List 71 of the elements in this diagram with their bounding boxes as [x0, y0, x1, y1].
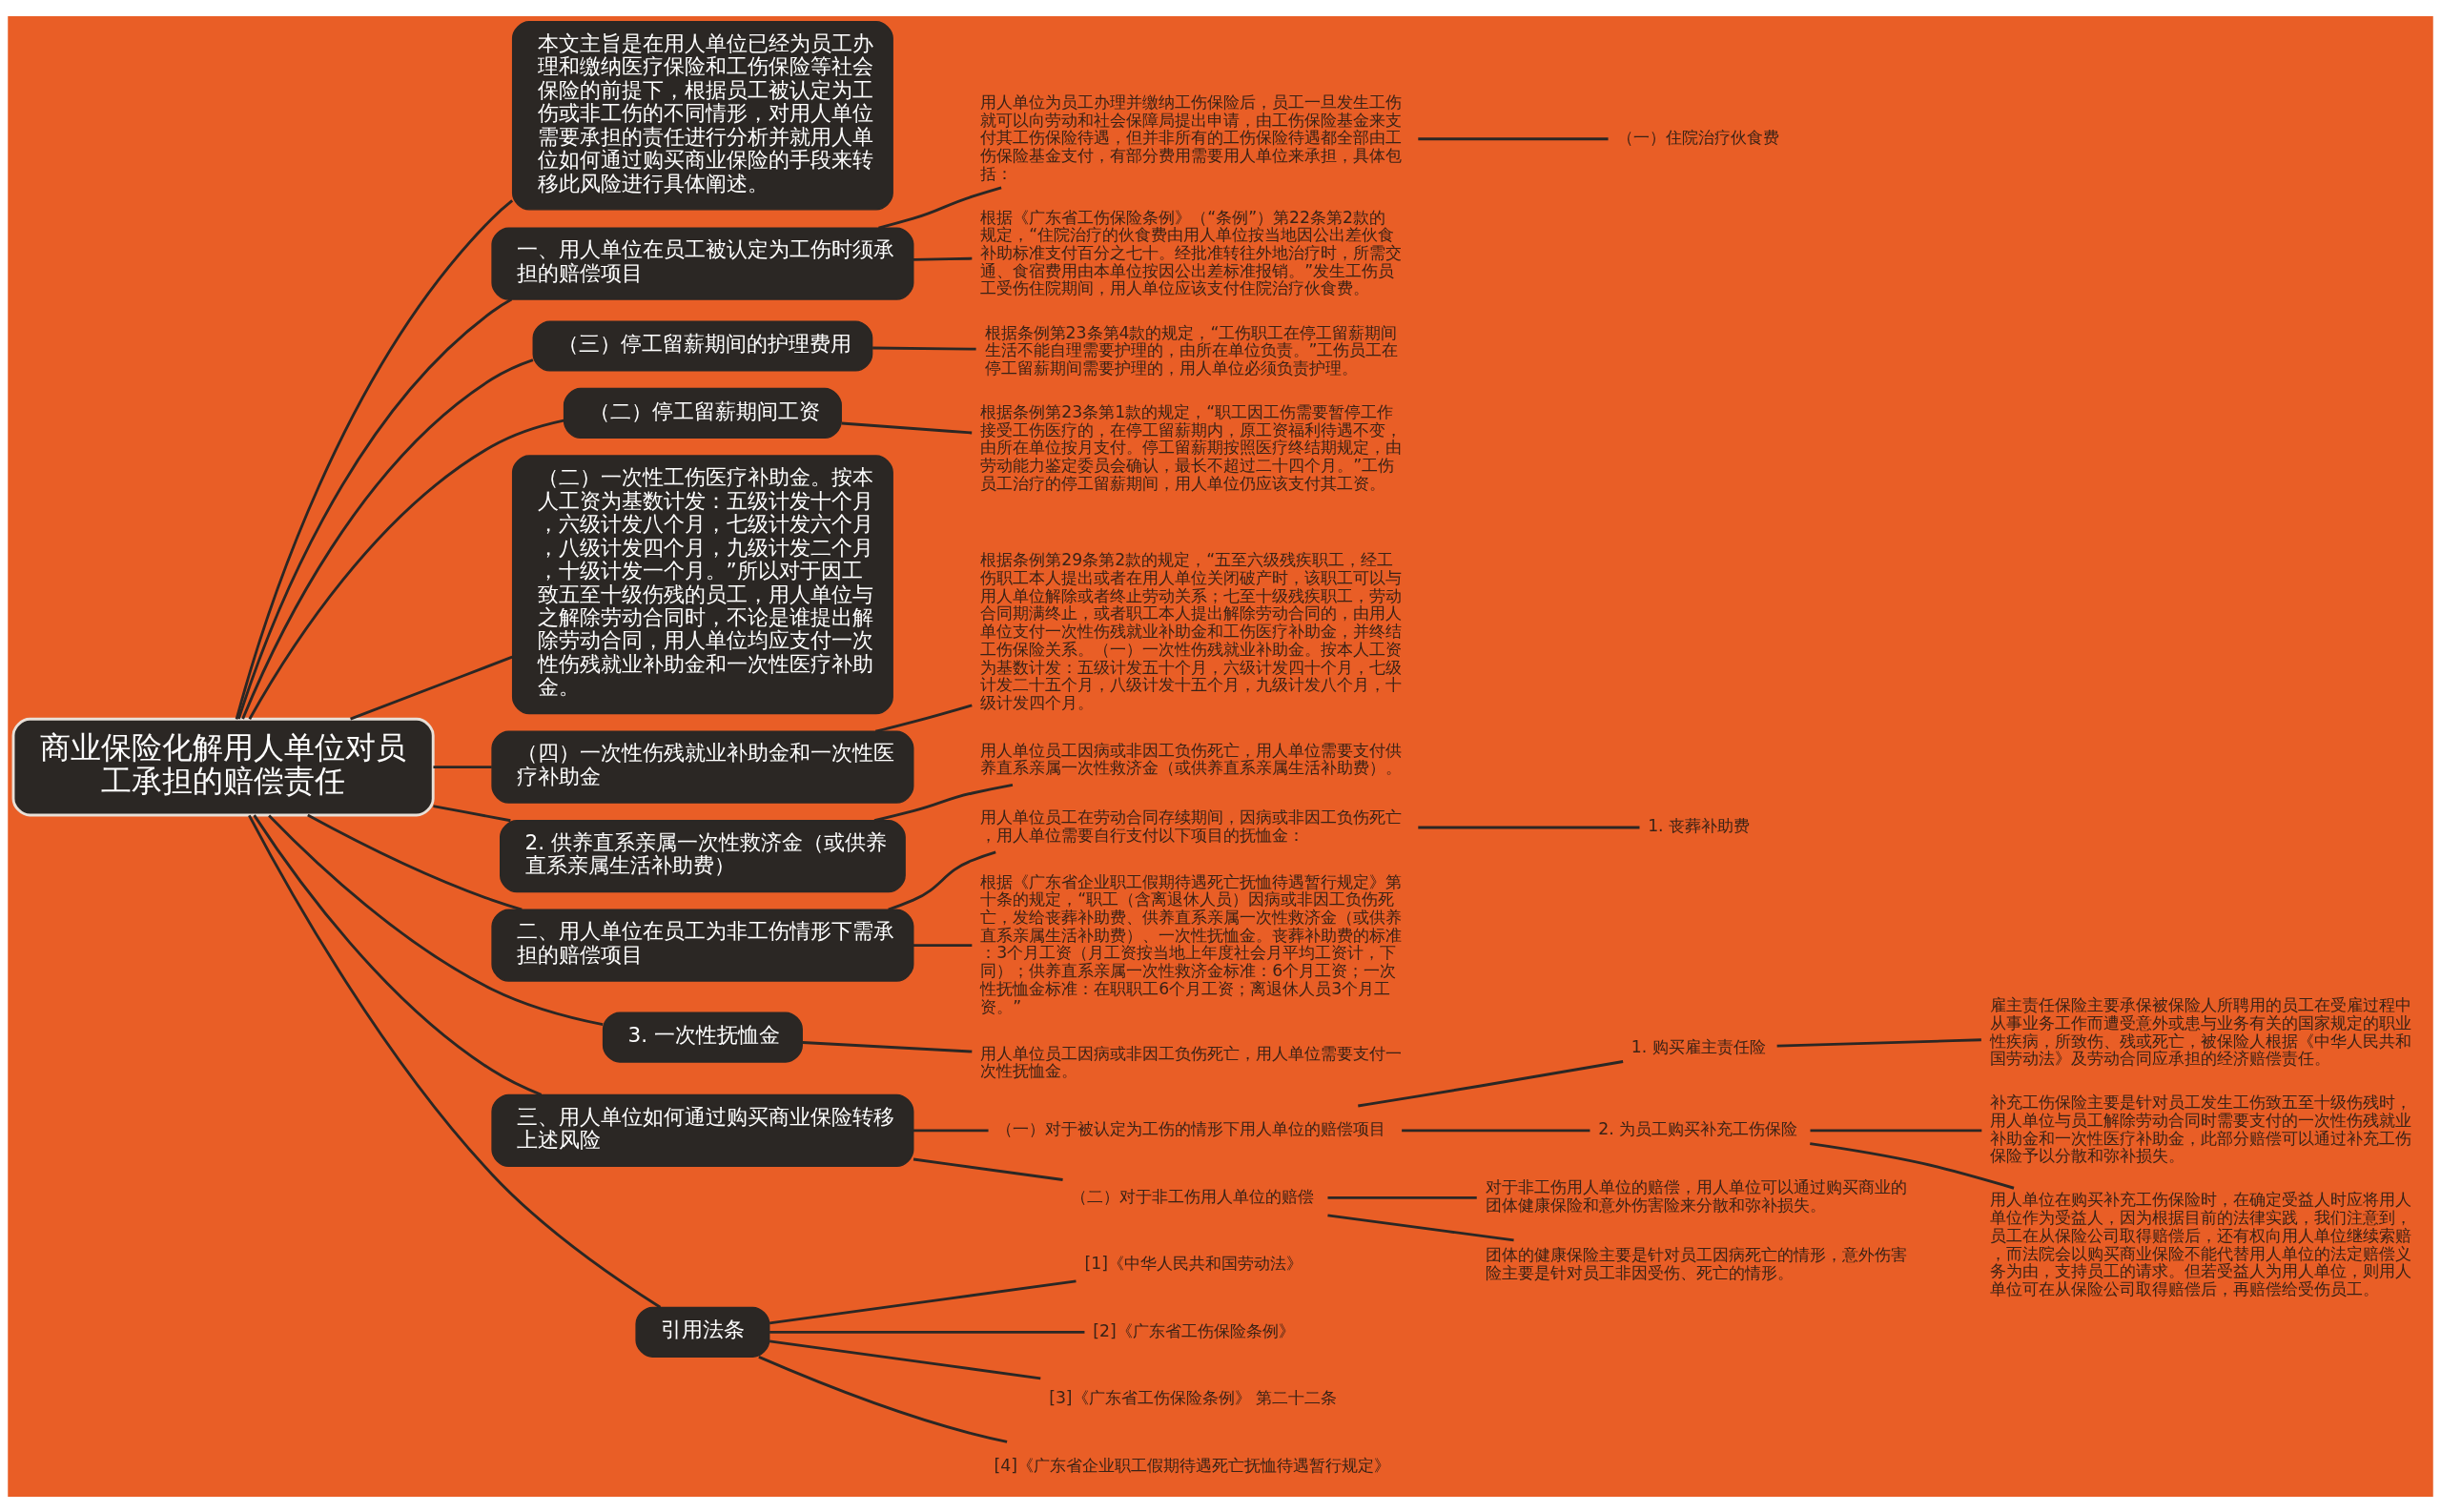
node-text: （一）住院治疗伙食费	[1616, 127, 1779, 147]
connector	[1776, 1037, 1981, 1048]
connector	[235, 198, 514, 720]
connector	[253, 813, 543, 1096]
connector	[1418, 136, 1609, 140]
node-box: 2. 供养直系亲属一次性救济金（或供养直系亲属生活补助费）	[500, 819, 906, 892]
connector	[433, 765, 492, 768]
connector	[1810, 1141, 2015, 1190]
node-text: 用人单位在购买补充工伤保险时，在确定受益人时应将用人单位作为受益人，因为根据目前的法律实践，我们注意到，员工在从保险公司取得赔偿后，还有权向用人单位继续索赔，而法院会以购买商业保险不能代替用人单位的法定赔偿义务为由，支持员工的请求。但若受益人为用人单位，则用人单位可在从保险公司取得赔偿后，再赔偿给受伤员工。	[1990, 1189, 2412, 1298]
node-box: 一、用人单位在员工被认定为工伤时须承担的赔偿项目	[491, 227, 914, 300]
node-box: 二、用人单位在员工为非工伤情形下需承担的赔偿项目	[491, 909, 914, 982]
node-text: 根据条例第23条第4款的规定，“工伤职工在停工留薪期间生活不能自理需要护理的，由所在单位负责。”工伤员工在停工留薪期间需要护理的，用人单位必须负责护理。	[984, 322, 1399, 378]
connector	[874, 703, 973, 733]
connector	[307, 813, 523, 911]
node-text: 用人单位员工在劳动合同存续期间，因病或非因工负伤死亡，用人单位需要自行支付以下项目的抚恤金：	[980, 807, 1403, 845]
connector	[433, 804, 511, 822]
node-text: 团体的健康保险主要是针对员工因病死亡的情形，意外伤害险主要是针对员工非因受伤、死亡的情形。	[1485, 1244, 1907, 1282]
node-box: 本文主旨是在用人单位已经为员工办理和缴纳医疗保险和工伤保险等社会保险的前提下，根据员工被认定为工伤或非工伤的不同情形，对用人单位需要承担的责任进行分析并就用人单位如何通过购买商业保险的手段来转移此风险进行具体阐述。	[511, 20, 893, 211]
node-text: （一）对于被认定为工伤的情形下用人单位的赔偿项目	[996, 1118, 1386, 1138]
node-box: （三）停工留薪期间的护理费用	[532, 319, 873, 372]
connector	[769, 1330, 1085, 1334]
node-text: [4]《广东省企业职工假期待遇死亡抚恤待遇暂行规定》	[994, 1455, 1391, 1475]
connector	[1358, 1059, 1624, 1107]
connector	[241, 358, 534, 720]
node-text: 用人单位员工因病或非因工负伤死亡，用人单位需要支付一次性抚恤金。	[980, 1043, 1403, 1080]
node-box: 三、用人单位如何通过购买商业保险转移上述风险	[491, 1093, 914, 1167]
node-text: 根据条例第29条第2款的规定，“五至六级残疾职工，经工伤职工本人提出或者在用人单位关闭破产时，该职工可以与用人单位解除或者终止劳动关系；七至十级残疾职工，劳动合同期满终止，或者职工本人提出解除劳动合同的，由用人单位支付一次性伤残就业补助金和工伤医疗补助金，并终结工伤保险关系。（一）一次性伤残就业补助金。按本人工资为基数计发：五级计发五十个月，六级计发四十个月，七级计发二十五个月，八级计发十五个月，九级计发八个月，十级计发四个月。	[980, 549, 1403, 712]
node-text: [3]《广东省工伤保险条例》 第二十二条	[1049, 1387, 1338, 1407]
node-text: 对于非工伤用人单位的赔偿，用人单位可以通过购买商业的团体健康保险和意外伤害险来分散和弥补损失。	[1485, 1176, 1907, 1215]
connector	[888, 850, 996, 911]
node-box: 引用法条	[635, 1306, 770, 1358]
node-box: （二）停工留薪期间工资	[563, 387, 842, 439]
node-box: （二）一次性工伤医疗补助金。按本人工资为基数计发：五级计发十个月，六级计发八个月，七级计发六个月，八级计发四个月，九级计发二个月，十级计发一个月。”所以对于因工致五至十级伤残的员工，用人单位与之解除劳动合同时，不论是谁提出解除劳动合同，用人单位均应支付一次性伤残就业补助金和一次性医疗补助金。	[511, 454, 893, 714]
node-text: [2]《广东省工伤保险条例》	[1093, 1320, 1295, 1340]
connector	[758, 1355, 1008, 1443]
node-box: 商业保险化解用人单位对员工承担的赔偿责任	[11, 717, 435, 816]
connector	[237, 297, 513, 719]
connector	[913, 1157, 1063, 1181]
node-text: 雇主责任保险主要承保被保险人所聘用的员工在受雇过程中从事业务工作而遭受意外或患与业务有关的国家规定的职业性疾病，所致伤、残或死亡，被保险人根据《中华人民共和国劳动法》及劳动合同应承担的经济赔偿责任。	[1990, 994, 2412, 1068]
node-text: 用人单位为员工办理并缴纳工伤保险后，员工一旦发生工伤就可以向劳动和社会保障局提出申请，由工伤保险基金来支付其工伤保险待遇，但并非所有的工伤保险待遇都全部由工伤保险基金支付，有部分费用需要用人单位来承担，具体包括：	[980, 92, 1403, 183]
connector	[873, 783, 1014, 822]
node-text: [1]《中华人民共和国劳动法》	[1084, 1253, 1303, 1273]
connector	[872, 346, 976, 351]
connector	[248, 814, 662, 1308]
connector	[1402, 1128, 1590, 1132]
node-text: 1. 丧葬补助费	[1648, 815, 1751, 835]
connector	[1810, 1128, 1982, 1132]
node-text: 用人单位员工因病或非因工负伤死亡，用人单位需要支付供养直系亲属一次性救济金（或供养直系亲属生活补助费）。	[980, 740, 1403, 777]
node-text: 补充工伤保险主要是针对员工发生工伤致五至十级伤残时，用人单位与员工解除劳动合同时需要支付的一次性伤残就业补助金和一次性医疗补助金，此部分赔偿可以通过补充工伤保险予以分散和弥补损失。	[1990, 1092, 2412, 1165]
connector	[802, 1040, 973, 1052]
node-text: （二）对于非工伤用人单位的赔偿	[1071, 1186, 1315, 1206]
node-box: （四）一次性伤残就业补助金和一次性医疗补助金	[491, 730, 914, 804]
connector	[841, 421, 973, 434]
connector	[913, 256, 973, 261]
node-box: 3. 一次性抚恤金	[602, 1011, 803, 1063]
connector	[913, 943, 973, 947]
node-text: 根据《广东省企业职工假期待遇死亡抚恤待遇暂行规定》第十条的规定，“职工（含离退休人员）因病或非因工负伤死亡，发给丧葬补助费、供养直系亲属一次性救济金（或供养直系亲属生活补助费）、一次性抚恤金。丧葬补助费的标准：3个月工资（月工资按当地上年度社会月平均工资计，下同）；供养直系亲属一次性救济金标准：6个月工资；一次性抚恤金标准：在职职工6个月工资；离退休人员3个月工资。”	[980, 871, 1403, 1016]
node-text: 1. 购买雇主责任险	[1631, 1036, 1766, 1056]
connector	[268, 813, 604, 1026]
connector	[1327, 1213, 1514, 1241]
connector	[878, 186, 1002, 229]
connector	[769, 1278, 1077, 1324]
connector	[1418, 826, 1640, 828]
connector	[1327, 1195, 1477, 1199]
connector	[769, 1338, 1041, 1379]
connector	[913, 1128, 989, 1132]
node-text: 2. 为员工购买补充工伤保险	[1598, 1118, 1798, 1138]
connector	[248, 419, 564, 720]
connector	[350, 655, 513, 720]
node-text: 根据《广东省工伤保险条例》（“条例”）第22条第2款的规定，“住院治疗的伙食费由用人单位按当地因公出差伙食补助标准支付百分之七十。经批准转往外地治疗时，所需交通、食宿费用由本单位按因公出差标准报销。”发生工伤员工受伤住院期间，用人单位应该支付住院治疗伙食费。	[980, 207, 1403, 297]
node-text: 根据条例第23条第1款的规定，“职工因工伤需要暂停工作接受工伤医疗的，在停工留薪期内，原工资福利待遇不变，由所在单位按月支付。停工留薪期按照医疗终结期规定，由劳动能力鉴定委员会确认，最长不超过二十四个月。”工伤员工治疗的停工留薪期间，用人单位仍应该支付其工资。	[980, 401, 1403, 493]
